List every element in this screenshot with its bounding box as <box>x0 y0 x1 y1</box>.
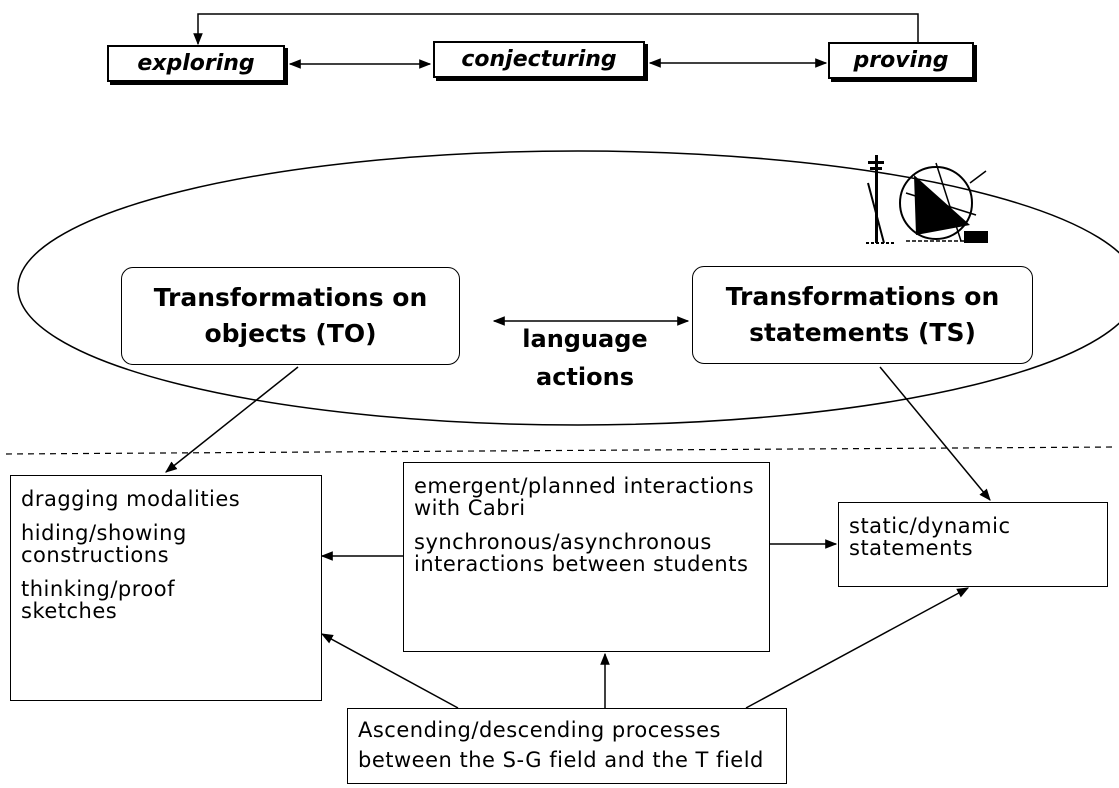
transformations-on-objects-box: Transformations on objects (TO) <box>121 267 460 365</box>
proving-box: proving <box>828 42 974 79</box>
ts-line-1: Transformations on <box>725 282 1000 311</box>
sg-field-objects-box: dragging modalities hiding/showing const… <box>10 475 322 701</box>
middle-item-2: synchronous/asynchronous interactions be… <box>414 530 749 576</box>
proving-label: proving <box>853 48 949 73</box>
language-actions-label: language actions <box>505 320 665 396</box>
bottom-to-right-arrow <box>745 587 970 709</box>
exploring-box: exploring <box>107 45 285 82</box>
interactions-box: emergent/planned interactions with Cabri… <box>403 462 770 652</box>
right-item-1: static/dynamic statements <box>849 514 1011 560</box>
middle-item-1: emergent/planned interactions with Cabri <box>414 474 755 520</box>
left-item-3: thinking/proof sketches <box>21 577 175 623</box>
bottom-line-2: between the S-G field and the T field <box>358 748 764 772</box>
actions-label: actions <box>536 363 634 391</box>
ts-line-2: statements (TS) <box>749 318 976 347</box>
bottom-to-left-arrow <box>320 633 459 709</box>
to-line-2: objects (TO) <box>204 319 377 348</box>
left-item-1: dragging modalities <box>21 487 241 511</box>
field-separator-line <box>5 446 1117 455</box>
conjecturing-box: conjecturing <box>433 41 645 78</box>
cabri-geometry-icon <box>866 153 990 248</box>
exploring-label: exploring <box>137 51 255 76</box>
left-item-2: hiding/showing constructions <box>21 521 187 567</box>
conjecturing-label: conjecturing <box>461 47 617 72</box>
to-to-left-box-arrow <box>165 366 299 473</box>
statements-box: static/dynamic statements <box>838 502 1108 587</box>
feedback-loop-arrow <box>193 13 919 46</box>
ts-to-right-box-arrow <box>879 366 991 501</box>
transformations-ellipse <box>17 150 1119 426</box>
ascending-descending-box: Ascending/descending processes between t… <box>347 708 787 784</box>
language-label: language <box>522 325 648 353</box>
transformations-on-statements-box: Transformations on statements (TS) <box>692 266 1033 364</box>
bottom-line-1: Ascending/descending processes <box>358 718 721 742</box>
to-line-1: Transformations on <box>153 283 428 312</box>
